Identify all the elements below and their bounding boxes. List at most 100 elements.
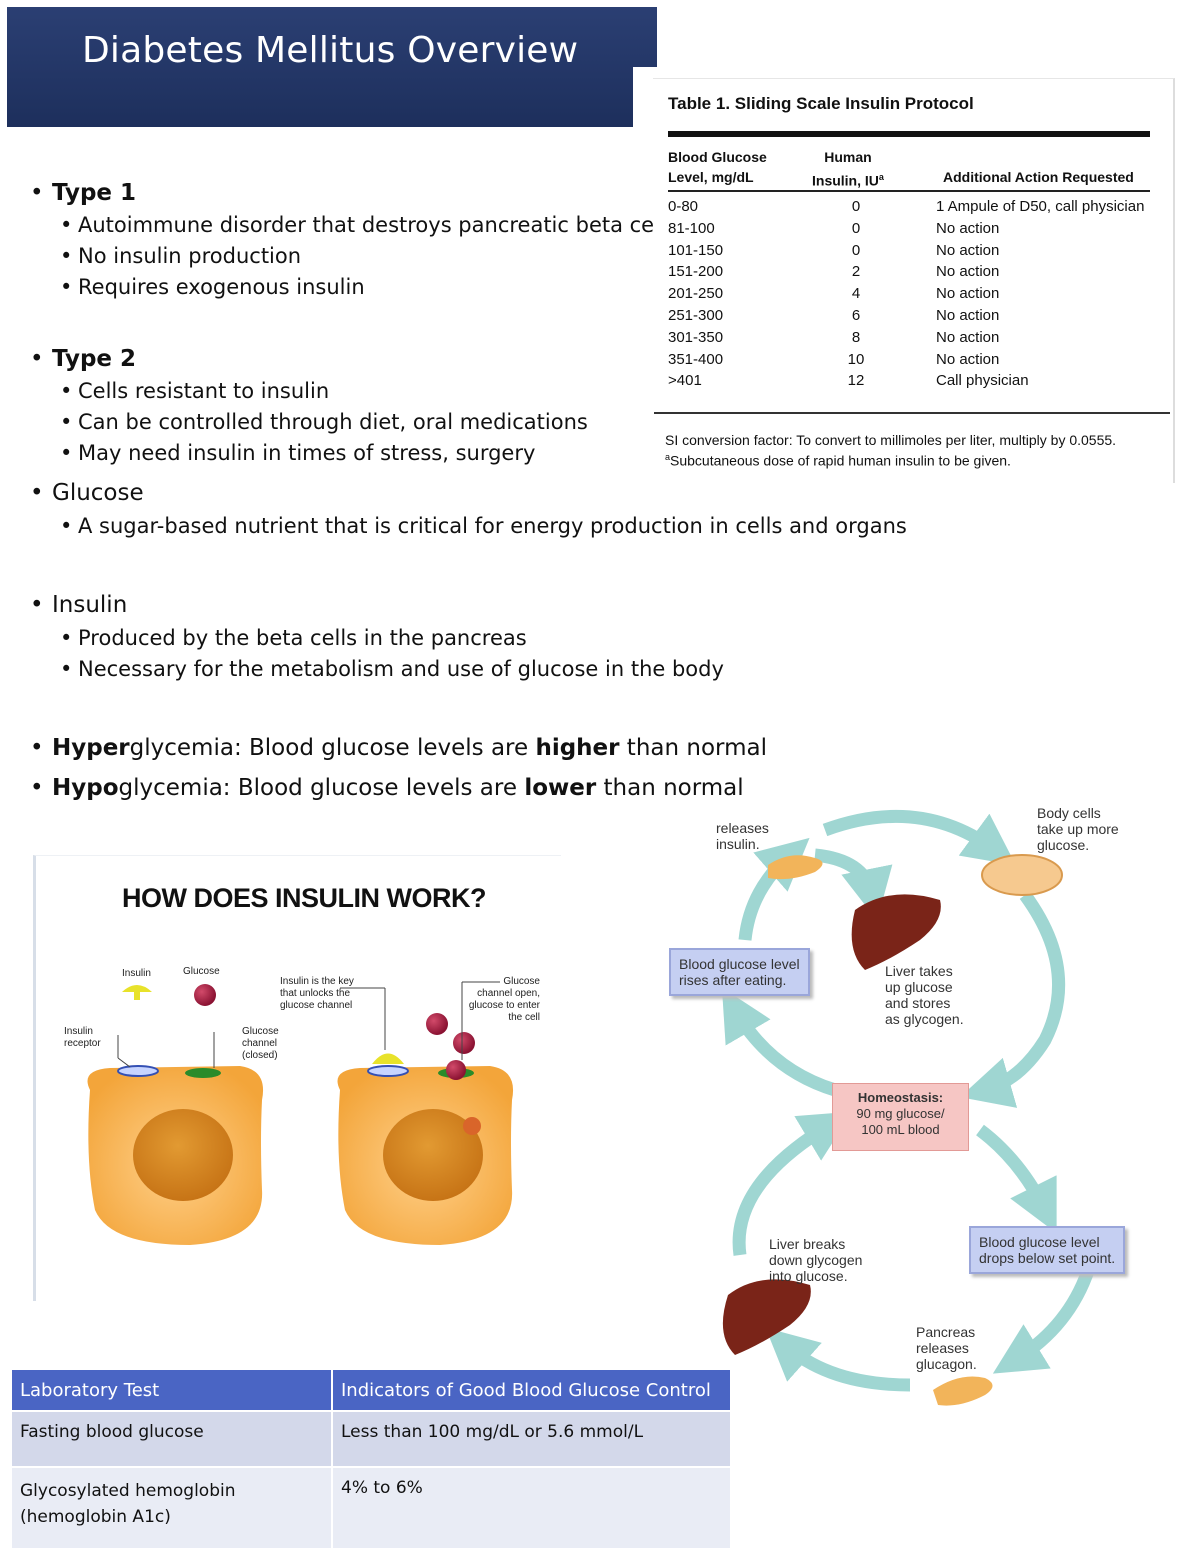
list-item: •Requires exogenous insulin <box>60 275 365 299</box>
insulin-cell-illustration <box>87 981 514 1245</box>
type2-heading: Type 2 <box>52 346 137 372</box>
title-banner <box>7 7 663 129</box>
table-cell: Call physician <box>936 372 1029 390</box>
insulin-bound-icon <box>372 1053 404 1064</box>
bullet-glucose: •Glucose <box>30 480 144 506</box>
table-rule <box>668 190 1150 192</box>
insulin-receptor-icon <box>367 1065 409 1077</box>
list-item: •May need insulin in times of stress, su… <box>60 441 536 465</box>
table-row: Fasting blood glucose Less than 100 mg/d… <box>12 1410 732 1467</box>
table-cell: 4 <box>851 285 861 303</box>
glucose-icon <box>446 1060 466 1080</box>
table-cell: No action <box>936 285 1000 303</box>
glucose-icon <box>453 1032 475 1054</box>
page-title: Diabetes Mellitus Overview <box>82 30 579 71</box>
table-cell: 0-80 <box>668 198 699 215</box>
insulin-heading: Insulin <box>52 592 128 618</box>
liver-icon <box>851 894 941 970</box>
table-cell: 2 <box>851 263 861 281</box>
lab-test-table: Laboratory Test Indicators of Good Blood… <box>12 1370 732 1548</box>
table-cell: 0 <box>851 219 861 237</box>
table-row: Glycosylated hemoglobin (hemoglobin A1c)… <box>12 1466 732 1548</box>
homeostasis-box: Homeostasis:90 mg glucose/100 mL blood <box>832 1083 969 1151</box>
table-cell: No action <box>936 219 1000 237</box>
bullet-type2: •Type 2 <box>30 346 137 372</box>
glucose-heading: Glucose <box>52 480 144 506</box>
insulin-receptor-icon <box>117 1065 159 1077</box>
bullet-insulin: •Insulin <box>30 592 128 618</box>
table-cell: 10 <box>847 350 865 368</box>
list-item: •Produced by the beta cells in the pancr… <box>60 626 527 650</box>
cell-nucleus <box>133 1109 233 1201</box>
lab-header-test: Laboratory Test <box>12 1370 333 1411</box>
lab-header-indicators: Indicators of Good Blood Glucose Control <box>332 1370 732 1411</box>
glucose-icon <box>426 1013 448 1035</box>
insulin-dose-column: 0 0 0 2 4 6 8 10 12 <box>836 196 876 392</box>
list-item: •No insulin production <box>60 244 302 268</box>
table-cell: 8 <box>851 328 861 346</box>
bullet-type1: •Type 1 <box>30 180 137 206</box>
action-column: 1 Ampule of D50, call physician No action… <box>936 196 1144 392</box>
label-insulin: Insulin <box>122 968 151 979</box>
insulin-illustration-title: HOW DOES INSULIN WORK? <box>122 883 486 913</box>
list-item: •Necessary for the metabolism and use of… <box>60 657 724 681</box>
table-cell: 101-150 <box>668 241 724 259</box>
table-cell: No action <box>936 328 1000 346</box>
glucose-icon <box>194 984 216 1006</box>
sliding-scale-title: Table 1. Sliding Scale Insulin Protocol <box>668 94 974 113</box>
table-cell: No action <box>936 263 1000 281</box>
table-cell: 201-250 <box>668 285 724 303</box>
glucose-range-column: 0-80 81-100 101-150 151-200 201-250 251-300 30… <box>668 196 723 392</box>
table-cell: 151-200 <box>668 263 724 281</box>
type1-heading: Type 1 <box>52 180 137 206</box>
table-rule <box>668 131 1150 137</box>
table-cell: No action <box>936 350 1000 368</box>
col-header-action: Additional Action Requested <box>943 169 1134 185</box>
pancreas-icon <box>768 855 823 880</box>
table-cell: 1 Ampule of D50, call physician <box>936 198 1145 215</box>
insulin-icon <box>122 985 152 1000</box>
pancreas-icon <box>933 1376 993 1406</box>
list-item: •A sugar-based nutrient that is critical… <box>60 514 907 538</box>
list-item: •Cells resistant to insulin <box>60 379 330 403</box>
table-cell: 0 <box>851 198 861 215</box>
table-cell: 6 <box>851 306 861 324</box>
bullet-hyperglycemia: •Hyperglycemia: Blood glucose levels are… <box>30 735 767 761</box>
table-cell: 81-100 <box>668 219 715 237</box>
table-cell: >401 <box>668 372 702 390</box>
list-item: •Can be controlled through diet, oral me… <box>60 410 588 434</box>
glucose-inside-icon <box>463 1117 481 1135</box>
table-cell: No action <box>936 241 1000 259</box>
table-cell: 12 <box>847 372 865 390</box>
sliding-scale-panel <box>653 78 1175 483</box>
footnote: aSubcutaneous dose of rapid human insuli… <box>665 452 1011 469</box>
table-cell: 301-350 <box>668 328 724 346</box>
table-cell: 0 <box>851 241 861 259</box>
table-cell: 251-300 <box>668 306 724 324</box>
list-item: •Autoimmune disorder that destroys pancr… <box>60 213 677 237</box>
glucose-channel-closed-icon <box>185 1068 221 1078</box>
cell-nucleus <box>383 1109 483 1201</box>
conversion-note: SI conversion factor: To convert to mill… <box>665 432 1117 448</box>
bullet-hypoglycemia: •Hypoglycemia: Blood glucose levels are … <box>30 775 744 801</box>
body-cells-icon <box>981 854 1063 896</box>
liver-icon <box>722 1279 811 1355</box>
label-glucose: Glucose <box>183 966 220 977</box>
table-rule <box>654 412 1170 414</box>
homeostasis-cycle-diagram <box>721 809 1102 1406</box>
table-cell: 351-400 <box>668 350 724 368</box>
table-cell: No action <box>936 306 1000 324</box>
